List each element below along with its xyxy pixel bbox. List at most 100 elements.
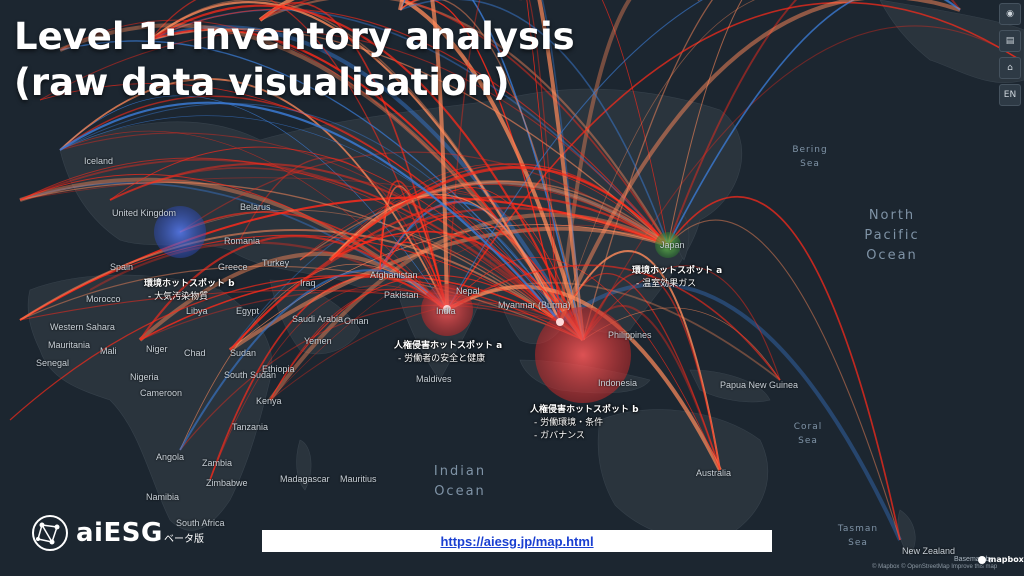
land-africa [27, 274, 273, 531]
document-icon: ▤ [1005, 36, 1015, 46]
trade-arc [209, 284, 448, 481]
hotspot-env-b[interactable]: 環境ホットスポット b - 大気汚染物質 [144, 278, 235, 304]
hotspot-item: - ガバナンス [534, 431, 585, 441]
hotspot-marker-japan[interactable] [655, 232, 681, 258]
layers-button[interactable]: ◉ [999, 3, 1021, 25]
country-label: Greece [218, 262, 248, 272]
trade-arc [59, 132, 561, 323]
document-button[interactable]: ▤ [999, 30, 1021, 52]
country-label: Namibia [146, 492, 180, 502]
location-button[interactable]: ⌂ [999, 57, 1021, 79]
land-madagascar [296, 439, 312, 491]
trade-arc [59, 23, 585, 342]
hotspot-hr-b[interactable]: 人権侵害ホットスポット b - 労働環境・条件 - ガバナンス [530, 404, 639, 443]
country-label: Spain [110, 262, 134, 272]
trade-arc [259, 0, 669, 246]
hotspot-marker-europe[interactable] [154, 206, 206, 258]
trade-arc [558, 0, 700, 323]
land-png [689, 369, 771, 403]
trade-arc [399, 0, 584, 341]
logo-network-icon [32, 515, 68, 551]
trade-arc [379, 187, 584, 341]
layers-icon: ◉ [1006, 9, 1014, 19]
ocean-label-indian: Indian Ocean [433, 464, 487, 499]
country-label: Australia [696, 468, 732, 478]
title-line-1: Level 1: Inventory analysis [14, 15, 575, 58]
country-label: Zimbabwe [206, 478, 248, 488]
country-label: Sudan [230, 348, 257, 358]
location-icon: ⌂ [1007, 63, 1013, 73]
trade-flow-arcs [9, 0, 1021, 541]
trade-arc [519, 0, 561, 323]
country-label: Pakistan [384, 290, 419, 300]
trade-arc [329, 194, 561, 323]
map-url-link[interactable]: https://aiesg.jp/map.html [440, 533, 594, 549]
logo-text: aiESG [76, 518, 163, 548]
page-title: Level 1: Inventory analysis (raw data vi… [14, 14, 575, 106]
trade-arc [667, 0, 961, 246]
trade-arc [269, 224, 669, 401]
country-label: Morocco [86, 294, 121, 304]
trade-arc [667, 0, 961, 246]
hotspot-title: 人権侵害ホットスポット b [530, 405, 639, 415]
trade-arc [179, 209, 561, 323]
country-label: South Africa [176, 518, 225, 528]
trade-arc [446, 264, 781, 381]
trade-arc [667, 219, 901, 541]
trade-arc [259, 0, 669, 246]
ocean-label-north-pacific: North Pacific Ocean [864, 208, 920, 263]
trade-arc [149, 1, 561, 323]
country-label: Zambia [202, 458, 233, 468]
trade-arc [520, 0, 669, 246]
beta-label: ベータ版 [164, 534, 204, 545]
trade-arc [520, 0, 585, 341]
hotspot-hr-a[interactable]: 人権侵害ホットスポット a - 労働者の安全と健康 [394, 340, 502, 366]
ocean-label-coral: Coral Sea [793, 422, 823, 446]
hotspot-env-a[interactable]: 環境ホットスポット a - 温室効果ガス [632, 265, 722, 291]
hotspot-marker-indonesia[interactable] [535, 307, 631, 403]
country-label: Japan [660, 240, 685, 250]
country-label: Mali [100, 346, 117, 356]
trade-arc [520, 0, 584, 341]
trade-arc [667, 0, 850, 246]
hotspot-item: - 温室効果ガス [636, 279, 697, 289]
aiesg-logo: aiESG [30, 513, 163, 553]
trade-arc [59, 19, 584, 341]
trade-arc [109, 146, 561, 323]
trade-arc [179, 304, 584, 451]
hotspot-item: - 労働者の安全と健康 [398, 354, 486, 364]
trade-arc [446, 281, 781, 381]
country-label: United Kingdom [112, 208, 177, 218]
hotspot-item: - 労働環境・条件 [534, 418, 604, 428]
country-label: Libya [186, 306, 208, 316]
trade-arc [59, 40, 584, 341]
hotspot-core-indonesia [556, 318, 564, 326]
country-label: Afghanistan [370, 270, 418, 280]
trade-arc [179, 151, 669, 246]
title-line-2: (raw data visualisation) [14, 61, 510, 104]
ocean-label-bering: Bering Sea [792, 145, 828, 169]
trade-arc [299, 180, 669, 261]
basemap-credit: Basemap by [954, 556, 993, 563]
trade-arc [329, 231, 584, 341]
country-label: Yemen [304, 336, 332, 346]
trade-arc [19, 234, 561, 323]
trade-arc [179, 269, 448, 451]
map-attribution[interactable]: © Mapbox © OpenStreetMap Improve this ma… [872, 564, 998, 570]
land-north-america [879, 0, 1024, 84]
language-button[interactable]: EN [999, 84, 1021, 106]
country-label: Belarus [240, 202, 271, 212]
mapbox-icon [978, 555, 986, 564]
country-label: New Zealand [902, 546, 956, 556]
trade-arc [329, 166, 669, 261]
mapbox-logo[interactable]: mapbox [978, 555, 1024, 564]
country-label: Tanzania [232, 422, 269, 432]
hotspot-title: 環境ホットスポット a [632, 266, 723, 276]
trade-arc [19, 181, 561, 323]
country-label: Cameroon [140, 388, 183, 398]
trade-arc [558, 0, 961, 323]
trade-arc [582, 272, 721, 471]
country-label: Saudi Arabia [292, 314, 344, 324]
